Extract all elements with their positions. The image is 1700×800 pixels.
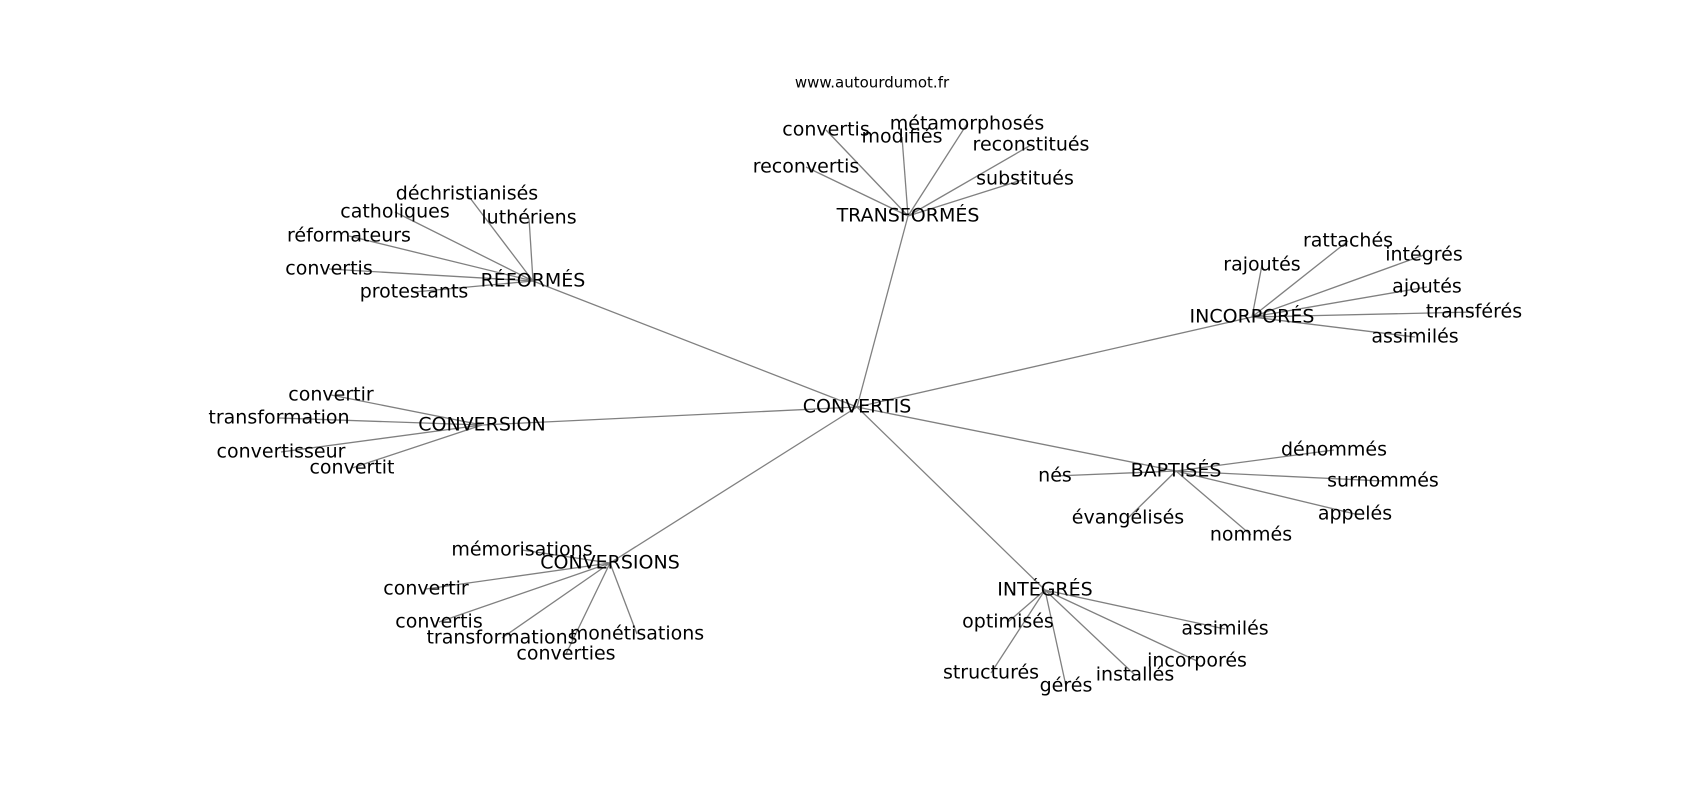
word-node[interactable]: catholiques	[340, 201, 449, 223]
word-node[interactable]: déchristianisés	[396, 183, 538, 205]
word-node[interactable]: convertit	[309, 457, 394, 479]
edge-baptises-1	[1054, 470, 1177, 477]
edge-center-transformes	[856, 215, 909, 408]
edge-incorpores-5	[1251, 316, 1416, 338]
edge-incorpores-0	[1251, 240, 1349, 318]
word-node[interactable]: nommés	[1210, 524, 1292, 546]
cluster-node-integres[interactable]: INTÉGRÉS	[997, 578, 1092, 601]
word-node[interactable]: assimilés	[1371, 326, 1458, 348]
edge-baptises-0	[1175, 449, 1335, 472]
word-node[interactable]: métamorphosés	[890, 113, 1044, 135]
word-node[interactable]: appelés	[1318, 503, 1392, 525]
edge-integres-4	[1044, 589, 1136, 676]
edge-conversion-2	[280, 424, 483, 453]
edge-center-integres	[856, 406, 1046, 591]
edge-baptises-3	[1127, 470, 1177, 519]
cluster-node-conversion[interactable]: CONVERSION	[418, 414, 545, 436]
edge-incorpores-2	[1251, 254, 1425, 318]
edge-transformes-0	[825, 129, 909, 217]
word-node[interactable]: incorporés	[1147, 650, 1247, 672]
edge-transformes-2	[901, 136, 909, 217]
cluster-node-incorpores[interactable]: INCORPORÉS	[1190, 305, 1315, 328]
edge-incorpores-1	[1251, 264, 1263, 318]
word-node[interactable]: convertisseur	[217, 441, 346, 463]
word-node[interactable]: convertir	[288, 384, 374, 406]
edge-conversions-2	[438, 562, 611, 623]
word-node[interactable]: optimisés	[962, 611, 1054, 633]
word-node[interactable]: protestants	[360, 281, 469, 303]
word-node[interactable]: reconstitués	[973, 134, 1090, 156]
word-node[interactable]: rajoutés	[1223, 254, 1300, 276]
word-node[interactable]: converties	[516, 643, 615, 665]
word-node[interactable]: modifiés	[861, 126, 942, 148]
word-node[interactable]: nés	[1038, 465, 1072, 487]
word-node[interactable]: transférés	[1426, 301, 1522, 323]
word-node[interactable]: transformation	[208, 407, 349, 429]
edge-reformes-0	[466, 193, 534, 282]
word-node[interactable]: convertir	[383, 578, 469, 600]
word-node[interactable]: évangélisés	[1072, 507, 1184, 529]
word-node[interactable]: convertis	[782, 119, 870, 141]
word-node[interactable]: convertis	[395, 611, 483, 633]
edge-reformes-1	[394, 211, 534, 282]
word-node[interactable]: ajoutés	[1392, 276, 1462, 298]
word-node[interactable]: intégrés	[1385, 244, 1463, 266]
word-node[interactable]: structurés	[943, 662, 1039, 684]
graph-edges	[278, 123, 1475, 687]
edge-baptises-5	[1175, 470, 1252, 536]
cluster-node-reformes[interactable]: RÉFORMÉS	[481, 269, 586, 292]
edge-baptises-4	[1175, 470, 1356, 515]
word-node[interactable]: installés	[1096, 664, 1174, 686]
cluster-node-baptises[interactable]: BAPTISÉS	[1131, 459, 1222, 482]
edge-conversions-4	[609, 562, 638, 635]
word-node[interactable]: convertis	[285, 258, 373, 280]
edge-baptises-2	[1175, 470, 1384, 482]
edge-reformes-5	[413, 280, 534, 293]
word-node[interactable]: mémorisations	[451, 539, 592, 561]
edge-transformes-4	[805, 166, 909, 217]
word-node[interactable]: assimilés	[1181, 618, 1268, 640]
edge-integres-1	[1044, 589, 1226, 630]
edge-integres-2	[1044, 589, 1198, 662]
cluster-node-conversions[interactable]: CONVERSIONS	[540, 552, 680, 574]
word-node[interactable]: reconvertis	[753, 156, 860, 178]
edge-center-conversions	[609, 406, 858, 564]
edge-conversions-1	[425, 562, 611, 590]
edge-reformes-2	[528, 217, 534, 282]
edge-center-reformes	[532, 280, 858, 408]
edge-center-conversion	[481, 406, 858, 426]
edge-transformes-1	[907, 123, 968, 217]
center-node[interactable]: CONVERTIS	[803, 396, 912, 418]
edge-conversion-0	[330, 394, 483, 426]
word-node[interactable]: gérés	[1040, 675, 1093, 697]
edge-conversion-1	[278, 417, 483, 426]
cluster-node-transformes[interactable]: TRANSFORMÉS	[836, 204, 980, 227]
edge-incorpores-3	[1251, 286, 1428, 318]
edge-transformes-5	[907, 178, 1026, 217]
edge-conversion-3	[351, 424, 483, 469]
word-node[interactable]: substitués	[976, 168, 1074, 190]
edge-incorpores-4	[1251, 311, 1475, 318]
edge-center-baptises	[856, 406, 1177, 472]
edge-center-incorpores	[856, 316, 1253, 408]
word-node[interactable]: réformateurs	[287, 225, 411, 247]
edge-conversions-5	[565, 562, 611, 655]
graph-labels: www.autourdumot.fr déchristianiséscathol…	[208, 74, 1522, 697]
edge-conversions-0	[521, 549, 611, 564]
word-node[interactable]: rattachés	[1303, 230, 1393, 252]
source-url: www.autourdumot.fr	[795, 74, 950, 92]
word-node[interactable]: transformations	[426, 627, 577, 649]
word-node[interactable]: surnommés	[1327, 470, 1439, 492]
edge-reformes-4	[328, 268, 534, 282]
edge-conversions-3	[501, 562, 611, 639]
edge-integres-3	[990, 589, 1046, 674]
edge-integres-0	[1007, 589, 1046, 623]
edge-reformes-3	[348, 235, 534, 282]
word-node[interactable]: monétisations	[570, 623, 704, 645]
edge-integres-5	[1044, 589, 1067, 687]
word-node[interactable]: luthériens	[481, 207, 576, 229]
word-node[interactable]: dénommés	[1281, 439, 1387, 461]
edge-transformes-3	[907, 144, 1032, 217]
